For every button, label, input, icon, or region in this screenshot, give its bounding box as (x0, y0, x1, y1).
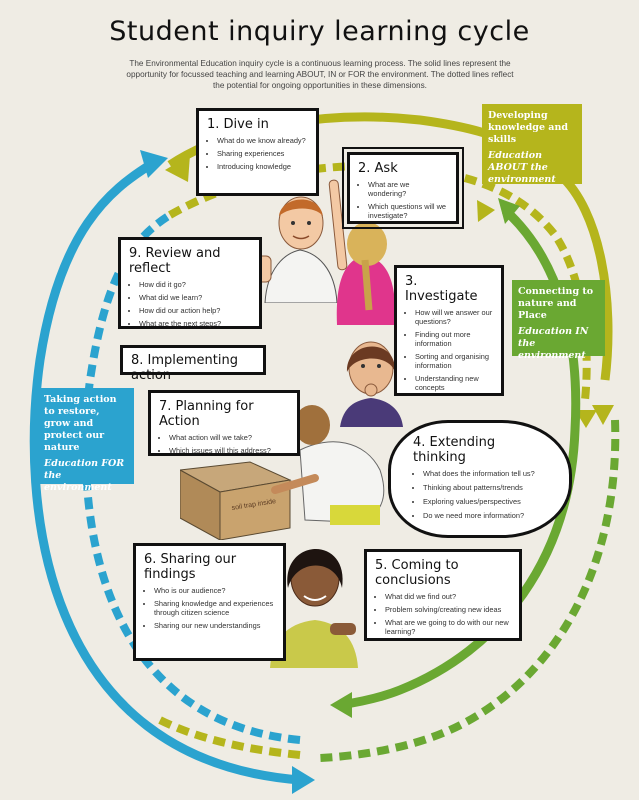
girl-thinking-illustration (340, 341, 403, 427)
in-dashed-arc (319, 419, 620, 762)
list-item: What action will we take? (169, 433, 289, 442)
list-item: What did we learn? (139, 293, 251, 302)
about-arrowhead-right (575, 410, 597, 428)
list-item: Which questions will we investigate? (368, 202, 448, 220)
step-title: 6. Sharing our findings (144, 552, 237, 582)
girl-pink-shirt-illustration (328, 179, 396, 325)
step-sharing-findings: 6. Sharing our findings Who is our audie… (133, 543, 286, 661)
in-arrowhead-bottom (330, 692, 352, 718)
step-title: 8. Implementing action (131, 353, 238, 383)
step-dive-in: 1. Dive in What do we know already? Shar… (196, 108, 319, 196)
girl-holding-box-illustration (270, 548, 358, 668)
list-item: Introducing knowledge (217, 162, 308, 171)
list-item: Which issues will this address? (169, 446, 289, 455)
step-extending-thinking: 4. Extending thinking What does the info… (388, 420, 572, 538)
list-item: Sharing our new understandings (154, 621, 275, 630)
about-label: Developing knowledge and skills (488, 110, 568, 145)
for-label: Taking action to restore, grow and prote… (44, 394, 117, 453)
for-arrowhead-bottom (292, 766, 315, 794)
step-title: 9. Review and reflect (129, 246, 221, 276)
step-review-reflect: 9. Review and reflect How did it go? Wha… (118, 237, 262, 329)
about-dashed-arrowhead (477, 200, 495, 222)
step-title: 5. Coming to conclusions (375, 558, 459, 588)
step-title: 1. Dive in (207, 117, 269, 132)
about-arrowhead-left (165, 155, 190, 182)
list-item: Who is our audience? (154, 586, 275, 595)
list-item: What are the next steps? (139, 319, 251, 328)
list-item: Understanding new concepts (415, 374, 493, 392)
list-item: Do we need more information? (423, 511, 549, 520)
list-item: Exploring values/perspectives (423, 497, 549, 506)
list-item: What does the information tell us? (423, 469, 549, 478)
list-item: What do we know already? (217, 136, 308, 145)
for-dimension-label: Taking action to restore, grow and prote… (38, 388, 134, 493)
step-title: 3. Investigate (405, 274, 478, 304)
for-dimension: Education FOR the environment (44, 458, 125, 493)
list-item: How will we answer our questions? (415, 308, 493, 326)
soil-trap-box: soil trap inside (180, 461, 292, 540)
girl-crouching-illustration: soil trap inside (180, 405, 385, 540)
about-dimension: Education ABOUT the environment (488, 150, 556, 185)
list-item: How did our action help? (139, 306, 251, 315)
step-investigate: 3. Investigate How will we answer our qu… (394, 265, 504, 396)
list-item: What are we wondering? (368, 180, 448, 198)
in-arrowhead-top (498, 198, 520, 224)
list-item: Thinking about patterns/trends (423, 483, 549, 492)
page-title: Student inquiry learning cycle (109, 16, 530, 47)
in-dimension: Education IN the environment (518, 326, 589, 361)
for-arrowhead-top (140, 150, 168, 178)
list-item: Sorting and organising information (415, 352, 493, 370)
list-item: What did we find out? (385, 592, 511, 601)
step-title: 7. Planning for Action (159, 399, 254, 429)
list-item: Problem solving/creating new ideas (385, 605, 511, 614)
step-title: 2. Ask (358, 161, 398, 176)
list-item: Sharing experiences (217, 149, 308, 158)
step-ask: 2. Ask What are we wondering? Which ques… (342, 147, 464, 229)
in-dimension-label: Connecting to nature and Place Education… (512, 280, 605, 361)
step-planning-action: 7. Planning for Action What action will … (148, 390, 300, 456)
step-title: 4. Extending thinking (413, 435, 496, 465)
about-dimension-label: Developing knowledge and skills Educatio… (482, 104, 582, 185)
in-label: Connecting to nature and Place (518, 286, 594, 321)
list-item: Sharing knowledge and experiences throug… (154, 599, 275, 617)
intro-text: The Environmental Education inquiry cycl… (126, 59, 514, 90)
for-solid-arc (29, 161, 301, 785)
about-arrowhead-bottom (592, 405, 614, 425)
list-item: Finding out more information (415, 330, 493, 348)
list-item: How did it go? (139, 280, 251, 289)
step-coming-to-conclusions: 5. Coming to conclusions What did we fin… (364, 549, 522, 641)
list-item: What are we going to do with our new lea… (385, 618, 511, 636)
step-implementing-action: 8. Implementing action (120, 345, 266, 383)
